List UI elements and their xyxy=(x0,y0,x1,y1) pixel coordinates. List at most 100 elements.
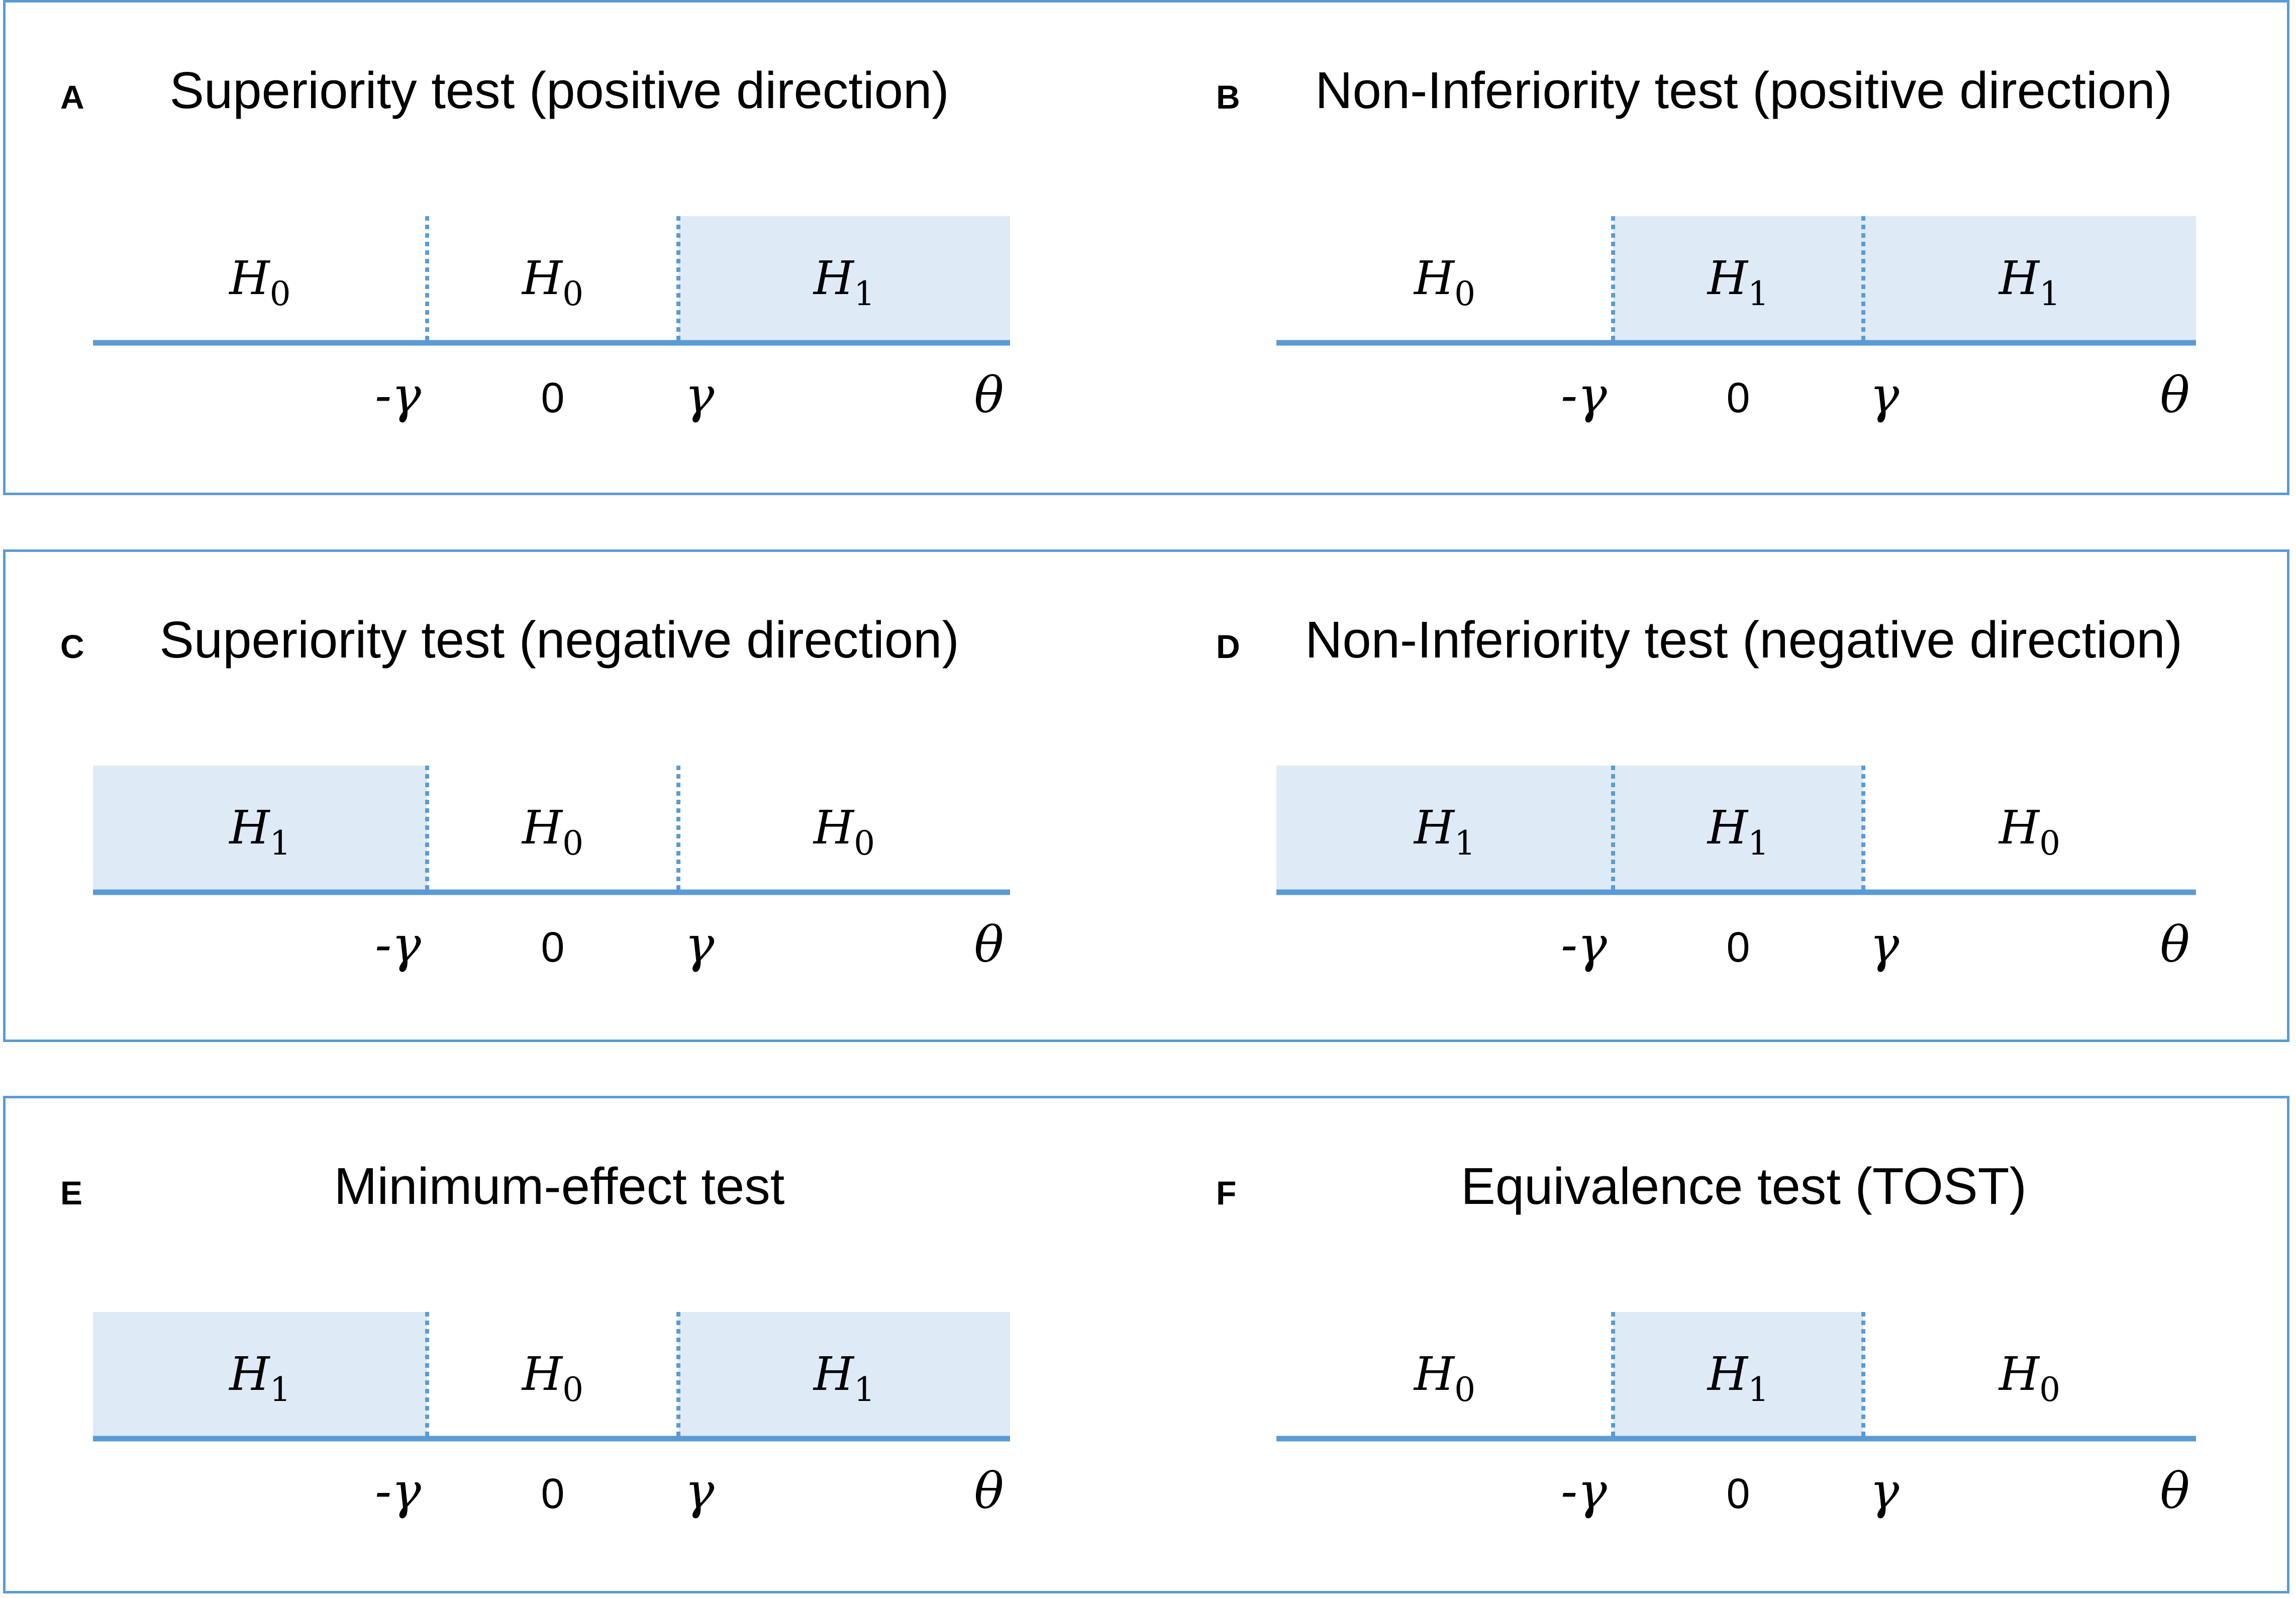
tick-label-zero: 0 xyxy=(541,1470,565,1517)
shaded-region-3 xyxy=(678,216,1010,343)
hypothesis-symbol: H xyxy=(228,801,270,855)
hypothesis-symbol: H xyxy=(228,1347,270,1401)
tick-label-gamma: γ xyxy=(1870,367,1900,424)
hypothesis-label-h0: H0 xyxy=(521,251,583,313)
panel-letter: C xyxy=(60,628,84,665)
hypothesis-subscript: 1 xyxy=(2039,274,2060,313)
panel-letter: F xyxy=(1216,1174,1237,1211)
hypothesis-subscript: 0 xyxy=(270,274,291,313)
hypothesis-subscript: 1 xyxy=(1748,274,1769,313)
hypothesis-label-h1: H1 xyxy=(1998,251,2060,313)
tick-label-zero: 0 xyxy=(1727,374,1750,421)
panel-title: Minimum-effect test xyxy=(334,1157,785,1215)
hypothesis-label-h0: H0 xyxy=(521,1347,583,1409)
hypothesis-label-h1: H1 xyxy=(813,251,875,313)
hypothesis-symbol: H xyxy=(1707,251,1749,305)
hypothesis-subscript: 1 xyxy=(270,1370,291,1409)
hypothesis-symbol: H xyxy=(521,251,563,305)
hypothesis-label-h0: H0 xyxy=(228,251,290,313)
tick-label-gamma: γ xyxy=(1870,1463,1900,1520)
tick-label-theta: θ xyxy=(974,916,1004,974)
tick-label-neg-gamma: -γ xyxy=(1561,1463,1607,1520)
hypothesis-subscript: 1 xyxy=(854,1370,875,1409)
hypothesis-label-h1: H1 xyxy=(1707,1347,1769,1409)
shaded-region-1 xyxy=(1276,766,1613,892)
hypothesis-label-h0: H0 xyxy=(1413,1347,1475,1409)
hypothesis-subscript: 0 xyxy=(2039,1370,2060,1409)
tick-label-gamma: γ xyxy=(1870,916,1900,974)
hypothesis-label-h0: H0 xyxy=(521,801,583,863)
hypothesis-label-h0: H0 xyxy=(1998,801,2060,863)
tick-label-theta: θ xyxy=(2160,916,2189,974)
shaded-region-2 xyxy=(1613,1312,1863,1439)
shaded-region-2 xyxy=(1613,766,1863,892)
shaded-region-1 xyxy=(93,1312,427,1439)
tick-label-zero: 0 xyxy=(541,374,565,421)
hypothesis-subscript: 1 xyxy=(270,824,291,863)
tick-label-gamma: γ xyxy=(685,367,715,424)
tick-label-neg-gamma: -γ xyxy=(375,367,421,424)
panel-title: Superiority test (positive direction) xyxy=(169,61,949,119)
shaded-region-2 xyxy=(1613,216,1863,343)
hypothesis-label-h0: H0 xyxy=(1413,251,1475,313)
hypothesis-symbol: H xyxy=(813,251,855,305)
hypothesis-subscript: 0 xyxy=(562,274,583,313)
hypothesis-label-h1: H1 xyxy=(1707,801,1769,863)
shaded-region-3 xyxy=(678,1312,1010,1439)
hypothesis-symbol: H xyxy=(813,801,855,855)
tick-label-gamma: γ xyxy=(685,916,715,974)
hypothesis-label-h1: H1 xyxy=(1707,251,1769,313)
panel-letter: B xyxy=(1216,78,1240,116)
hypothesis-symbol: H xyxy=(1707,801,1749,855)
panel-title: Equivalence test (TOST) xyxy=(1461,1157,2027,1215)
hypothesis-label-h0: H0 xyxy=(813,801,875,863)
hypothesis-symbol: H xyxy=(521,801,563,855)
hypothesis-subscript: 1 xyxy=(1748,1370,1769,1409)
hypothesis-subscript: 0 xyxy=(2039,824,2060,863)
hypothesis-subscript: 0 xyxy=(854,824,875,863)
panel-letter: D xyxy=(1216,628,1240,665)
hypothesis-subscript: 0 xyxy=(562,1370,583,1409)
hypothesis-subscript: 1 xyxy=(854,274,875,313)
tick-label-neg-gamma: -γ xyxy=(1561,916,1607,974)
hypothesis-symbol: H xyxy=(1998,1347,2040,1401)
shaded-region-1 xyxy=(93,766,427,892)
hypothesis-subscript: 1 xyxy=(1454,824,1475,863)
hypothesis-subscript: 1 xyxy=(1748,824,1769,863)
hypothesis-subscript: 0 xyxy=(1454,274,1475,313)
tick-label-theta: θ xyxy=(2160,1463,2189,1520)
panel-letter: A xyxy=(60,78,84,116)
hypothesis-symbol: H xyxy=(1413,251,1455,305)
panel-letter: E xyxy=(60,1174,83,1211)
tick-label-zero: 0 xyxy=(1727,923,1750,971)
hypothesis-label-h0: H0 xyxy=(1998,1347,2060,1409)
panel-title: Superiority test (negative direction) xyxy=(159,611,959,669)
hypothesis-symbol: H xyxy=(1707,1347,1749,1401)
hypothesis-label-h1: H1 xyxy=(813,1347,875,1409)
tick-label-zero: 0 xyxy=(1727,1470,1750,1517)
tick-label-theta: θ xyxy=(2160,367,2189,424)
hypothesis-symbol: H xyxy=(228,251,270,305)
hypothesis-symbol: H xyxy=(813,1347,855,1401)
panel-title: Non-Inferiority test (positive direction… xyxy=(1315,61,2172,119)
tick-label-theta: θ xyxy=(974,367,1004,424)
shaded-region-3 xyxy=(1863,216,2196,343)
hypothesis-label-h1: H1 xyxy=(228,1347,290,1409)
tick-label-theta: θ xyxy=(974,1463,1004,1520)
hypothesis-subscript: 0 xyxy=(1454,1370,1475,1409)
hypothesis-symbol: H xyxy=(521,1347,563,1401)
hypothesis-label-h1: H1 xyxy=(1413,801,1475,863)
hypothesis-symbol: H xyxy=(1998,251,2040,305)
tick-label-gamma: γ xyxy=(685,1463,715,1520)
tick-label-neg-gamma: -γ xyxy=(1561,367,1607,424)
hypothesis-label-h1: H1 xyxy=(228,801,290,863)
hypothesis-subscript: 0 xyxy=(562,824,583,863)
hypothesis-symbol: H xyxy=(1998,801,2040,855)
